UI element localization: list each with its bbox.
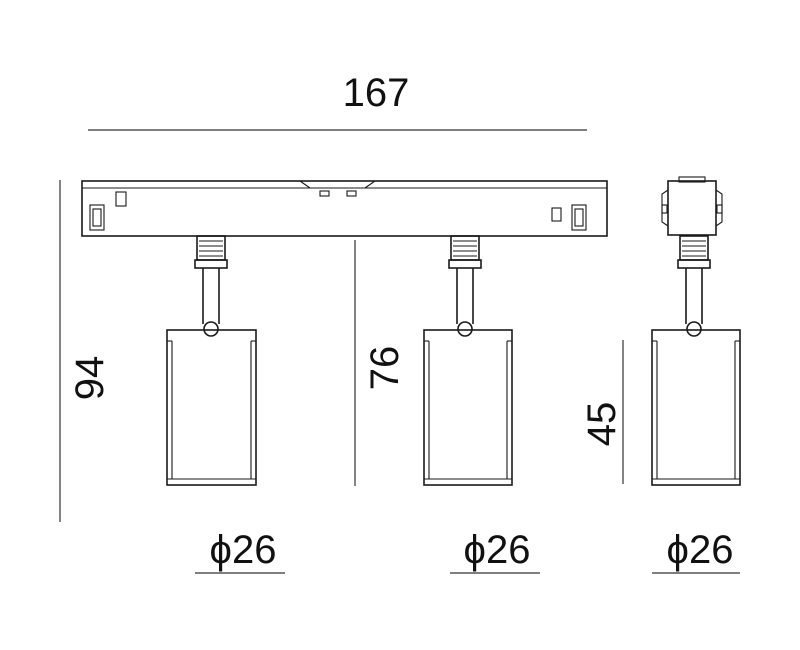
head-dimension-label: 45 [580,402,624,447]
diameter-label-1: ϕ26 [210,528,277,572]
width-dimension-label: 167 [343,71,410,115]
diameter-label-3: ϕ26 [667,528,734,572]
track-bar [81,180,608,237]
side-view-adapter [661,176,723,236]
spotlight-1 [166,235,257,486]
side-view-spotlight [651,235,741,486]
height-dimension-label: 94 [68,356,112,401]
spotlight-2 [423,235,513,486]
arm-dimension-label: 76 [363,346,407,391]
diameter-label-2: ϕ26 [464,528,531,572]
